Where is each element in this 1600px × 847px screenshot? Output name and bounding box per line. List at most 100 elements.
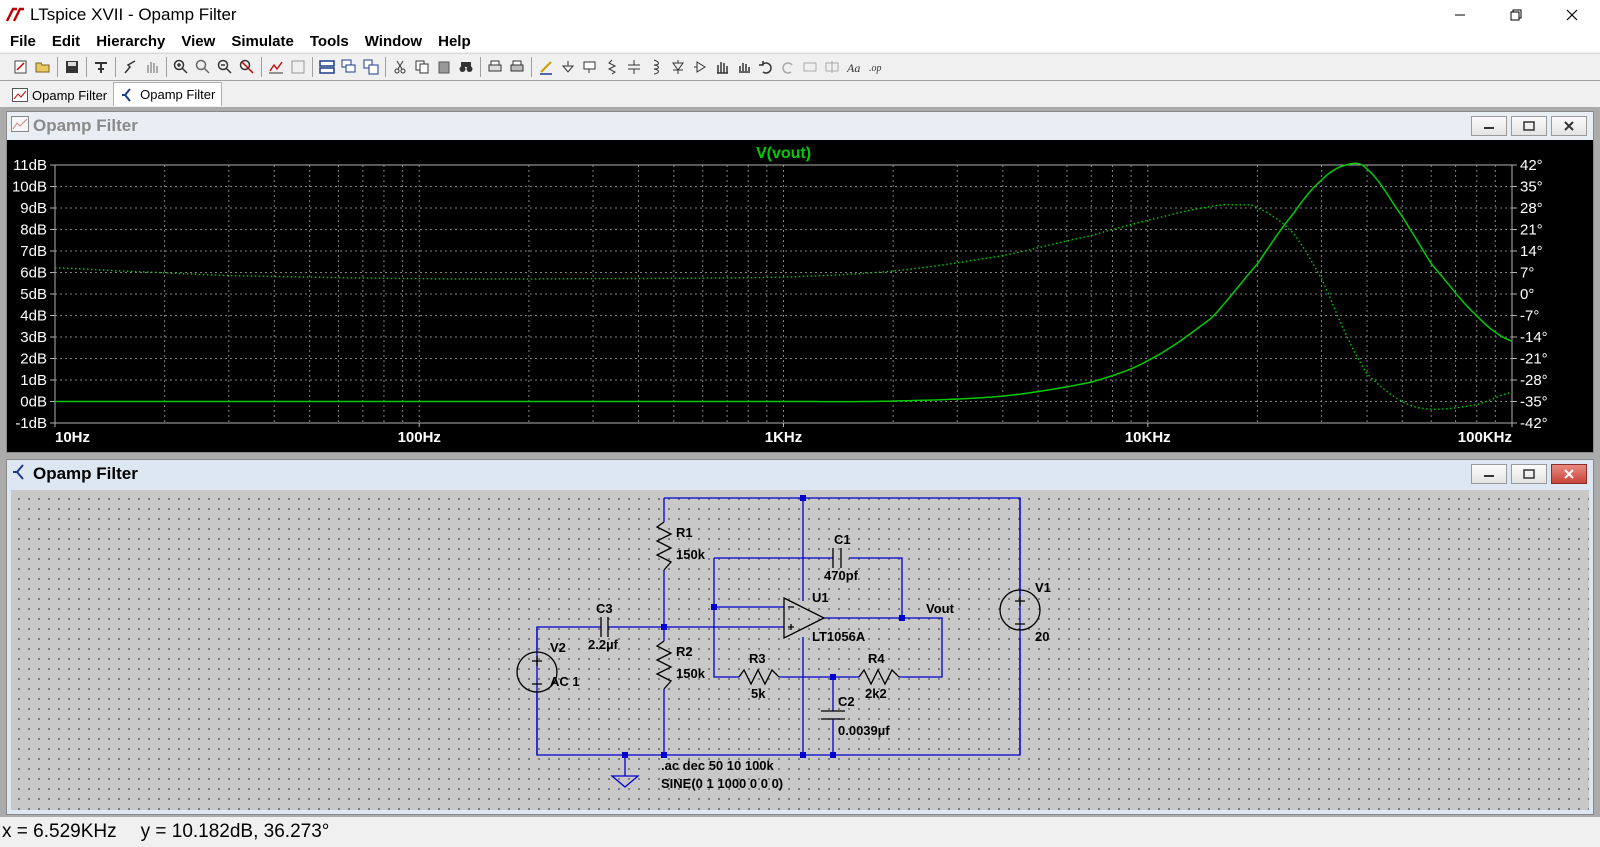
tile-vertical-icon[interactable] [360,56,382,78]
y-left-tick-label: 4dB [20,308,47,325]
x-tick-label: 1KHz [765,429,803,446]
copy-icon[interactable] [411,56,433,78]
circuit-diagram: R1 150k R2 150k R3 5k R4 2k2 C1 470pf C2… [516,495,1051,791]
print-icon[interactable] [506,56,528,78]
capacitor-icon[interactable] [623,56,645,78]
menu-view[interactable]: View [181,32,216,50]
waveform-settings-icon[interactable] [287,56,309,78]
menu-hierarchy[interactable]: Hierarchy [96,32,166,50]
cut-icon[interactable] [389,56,411,78]
source-v1[interactable] [999,589,1041,631]
print-preview-icon[interactable] [484,56,506,78]
waveform-window-title: Opamp Filter [33,116,138,135]
rotate-icon[interactable] [799,56,821,78]
capacitor-c1[interactable] [832,548,842,568]
toolbar-separator [385,57,386,77]
diode-icon[interactable] [667,56,689,78]
tab-waveform[interactable]: Opamp Filter [6,84,113,106]
schematic-minimize-button[interactable] [1471,464,1507,484]
menu-simulate[interactable]: Simulate [231,32,294,50]
resistor-icon[interactable] [601,56,623,78]
x-tick-label: 10Hz [55,429,90,446]
window-controls [1432,0,1600,30]
run-icon[interactable] [119,56,141,78]
text-icon[interactable]: Aa [843,56,865,78]
opamp-u1[interactable] [783,596,826,640]
c3-name: C3 [596,601,613,616]
schematic-restore-button[interactable] [1511,464,1547,484]
source-v2-polarity [532,656,542,685]
cursor-y-readout: y = 10.182dB, 36.273° [140,821,330,842]
waveform-window-titlebar[interactable]: Opamp Filter [7,112,1593,140]
redo-icon[interactable] [777,56,799,78]
label-net-icon[interactable] [579,56,601,78]
c1-value: 470pf [824,568,859,583]
schematic-window-titlebar[interactable]: Opamp Filter [7,460,1593,488]
minimize-button[interactable] [1432,0,1488,30]
save-icon[interactable] [61,56,83,78]
y-right-tick-label: -7° [1520,308,1539,325]
zoom-in-icon[interactable] [170,56,192,78]
spice-directive-icon[interactable]: .op [865,56,887,78]
inductor-icon[interactable] [645,56,667,78]
waveform-restore-button[interactable] [1511,116,1547,136]
menu-edit[interactable]: Edit [51,32,81,50]
control-panel-icon[interactable] [90,56,112,78]
wire-feedback-left[interactable] [713,558,739,678]
c2-name: C2 [838,694,855,709]
menu-file[interactable]: File [10,32,36,50]
toolbar-separator [261,57,262,77]
tile-horizontal-icon[interactable] [316,56,338,78]
wire-output[interactable] [824,617,943,678]
ground-icon[interactable] [557,56,579,78]
mirror-icon[interactable] [821,56,843,78]
move-hand-icon[interactable] [711,56,733,78]
find-binoculars-icon[interactable] [455,56,477,78]
schematic-close-button[interactable] [1551,464,1587,484]
cascade-icon[interactable] [338,56,360,78]
zoom-out-icon[interactable] [214,56,236,78]
tab-schematic[interactable]: Opamp Filter [113,82,223,106]
schematic-canvas[interactable]: R1 150k R2 150k R3 5k R4 2k2 C1 470pf C2… [11,490,1589,810]
drag-hand-icon[interactable] [733,56,755,78]
waveform-minimize-button[interactable] [1471,116,1507,136]
resistor-r4[interactable] [858,668,900,686]
halt-hand-icon[interactable] [141,56,163,78]
document-tab-bar: Opamp Filter Opamp Filter [0,82,1600,106]
pan-icon[interactable] [192,56,214,78]
close-button[interactable] [1544,0,1600,30]
open-folder-icon[interactable] [32,56,54,78]
zoom-full-icon[interactable] [236,56,258,78]
menu-help[interactable]: Help [438,32,471,50]
sine-directive[interactable]: SINE(0 1 1000 0 0 0) [661,776,783,791]
new-schematic-icon[interactable] [10,56,32,78]
wire-c1-loop[interactable] [714,557,903,618]
menu-tools[interactable]: Tools [309,32,349,50]
ground-symbol[interactable] [610,775,640,788]
draw-wire-icon[interactable] [535,56,557,78]
menu-window[interactable]: Window [364,32,423,50]
resistor-r1[interactable] [655,521,673,571]
autorange-icon[interactable] [265,56,287,78]
u1-value: LT1056A [812,629,866,644]
capacitor-c2[interactable] [821,710,845,720]
wires [536,497,1021,776]
cursor-x-readout: x = 6.529KHz [2,821,117,842]
net-label-vout[interactable]: Vout [926,601,955,616]
undo-icon[interactable] [755,56,777,78]
source-v2[interactable] [516,651,558,693]
toolbar-separator [480,57,481,77]
component-icon[interactable] [689,56,711,78]
restore-button[interactable] [1488,0,1544,30]
waveform-close-button[interactable] [1551,116,1587,136]
paste-icon[interactable] [433,56,455,78]
y-right-tick-label: -28° [1520,372,1548,389]
wire-outer-loop[interactable] [536,497,1021,756]
resistor-r3[interactable] [738,668,780,686]
resistor-r2[interactable] [655,640,673,690]
r4-name: R4 [868,651,885,666]
capacitor-c3[interactable] [600,617,609,637]
window-title: LTspice XVII - Opamp Filter [30,5,237,24]
ac-directive[interactable]: .ac dec 50 10 100k [661,758,775,773]
